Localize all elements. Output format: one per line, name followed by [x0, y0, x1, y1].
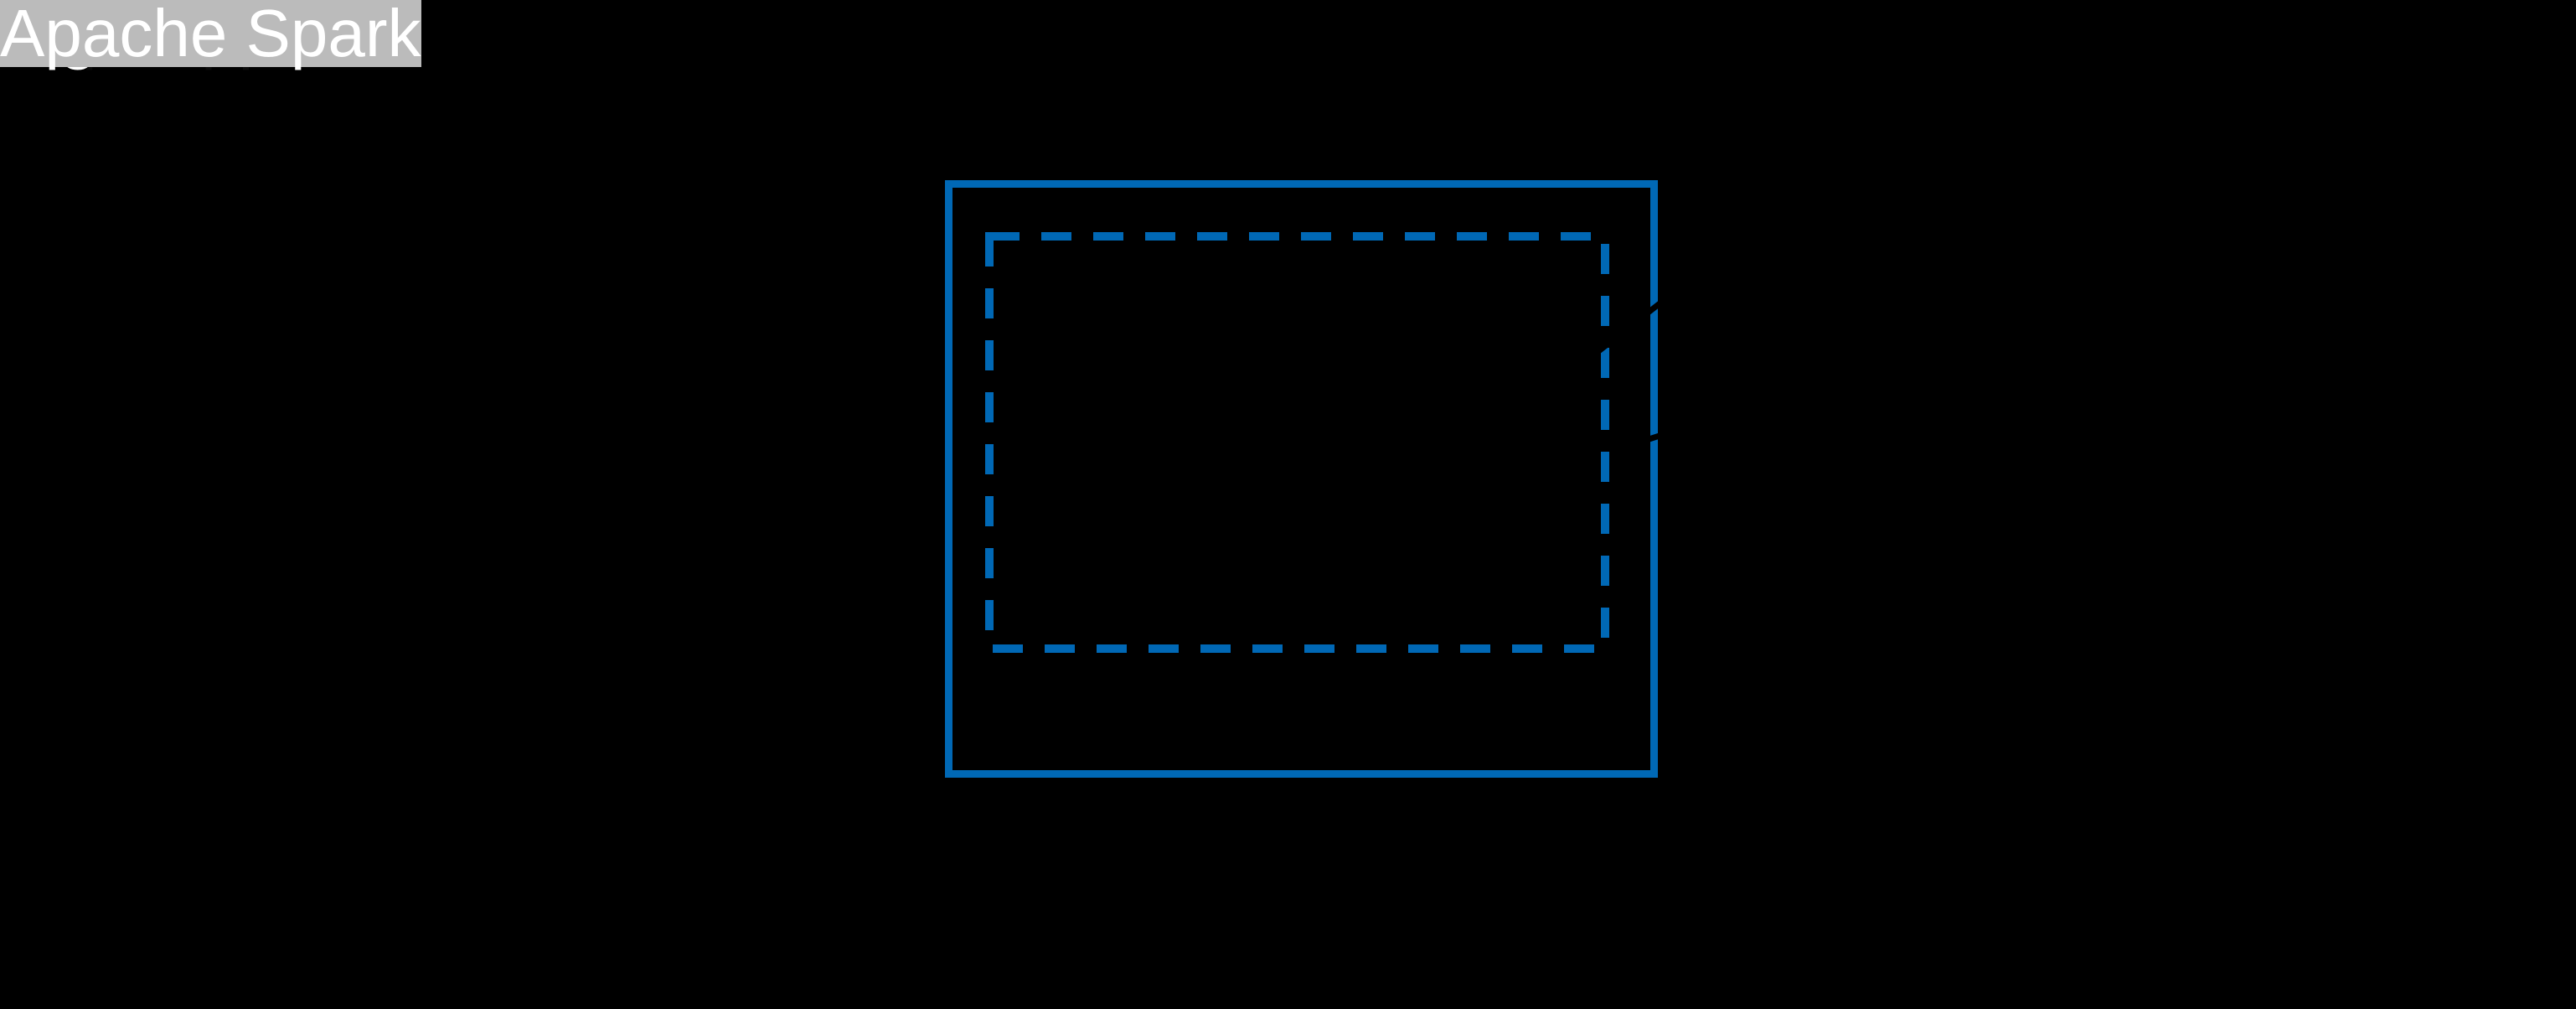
user-apps-to-app-arrow-line — [1550, 28, 2013, 390]
apache-spark-label: Apache Spark — [0, 0, 421, 70]
apache-spark-box: Apache Spark — [0, 0, 421, 67]
bigdl-to-enclave-arrow-line — [1611, 319, 2012, 454]
sgx-arrow-endpoint-dot — [517, 515, 532, 530]
enclave-outer-border — [945, 180, 1658, 778]
app-arrow-endpoint-dot — [1544, 379, 1559, 394]
